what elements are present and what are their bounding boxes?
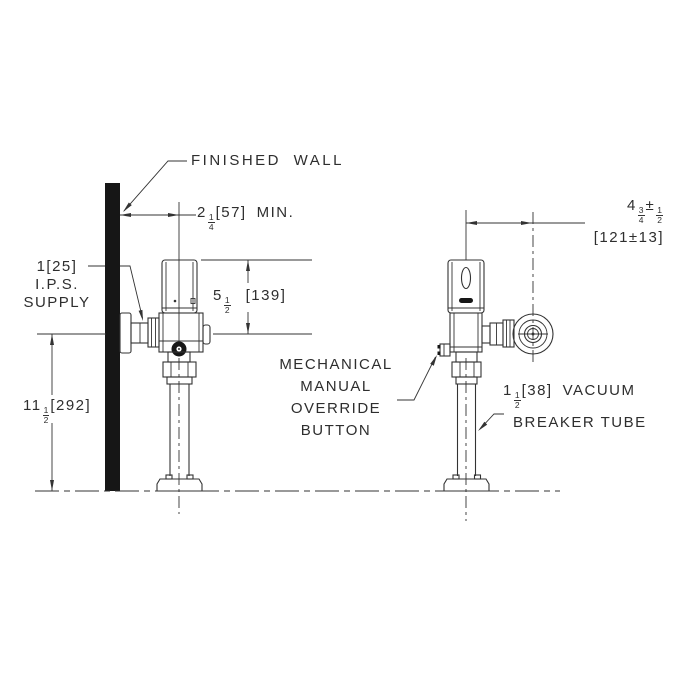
sensor-offset-dimension [466,221,585,225]
spud-flange-side [443,478,490,492]
supply-label: 1[25] I.P.S. SUPPLY [23,258,91,311]
coupling-nut-side [451,361,482,378]
finished-wall-leader-line [123,160,187,212]
supply-escutcheon [119,312,132,354]
valve-height-dimension [201,259,312,335]
override-leader-line [397,355,437,401]
finished-wall-label: FINISHED WALL [191,152,344,169]
body-side-cap [202,324,211,345]
wall-offset-dimension [120,202,196,260]
inlet-nut [502,319,515,348]
valve-body-side [449,312,483,353]
supply-leader-line [88,265,143,321]
supply-stop-nut [147,317,160,348]
spud-flange-front [156,478,203,492]
override-button-label: MECHANICAL MANUAL OVERRIDE BUTTON [279,356,393,439]
finished-wall-bar [105,183,120,491]
vacuum-breaker-leader-line [478,413,504,431]
coupling-nut-front [162,361,197,378]
override-button-side [439,343,451,357]
supply-flange-side [512,313,554,355]
sensor-window [460,266,472,290]
supply-pipe [130,322,149,344]
front-view-flush-valve [119,259,211,514]
sensor-lens-bar [459,298,473,303]
sensor-head-front [161,259,198,314]
supply-height-dimension [37,333,106,491]
sensor-indicator-dot [173,299,177,303]
side-view-flush-valve [437,210,554,521]
